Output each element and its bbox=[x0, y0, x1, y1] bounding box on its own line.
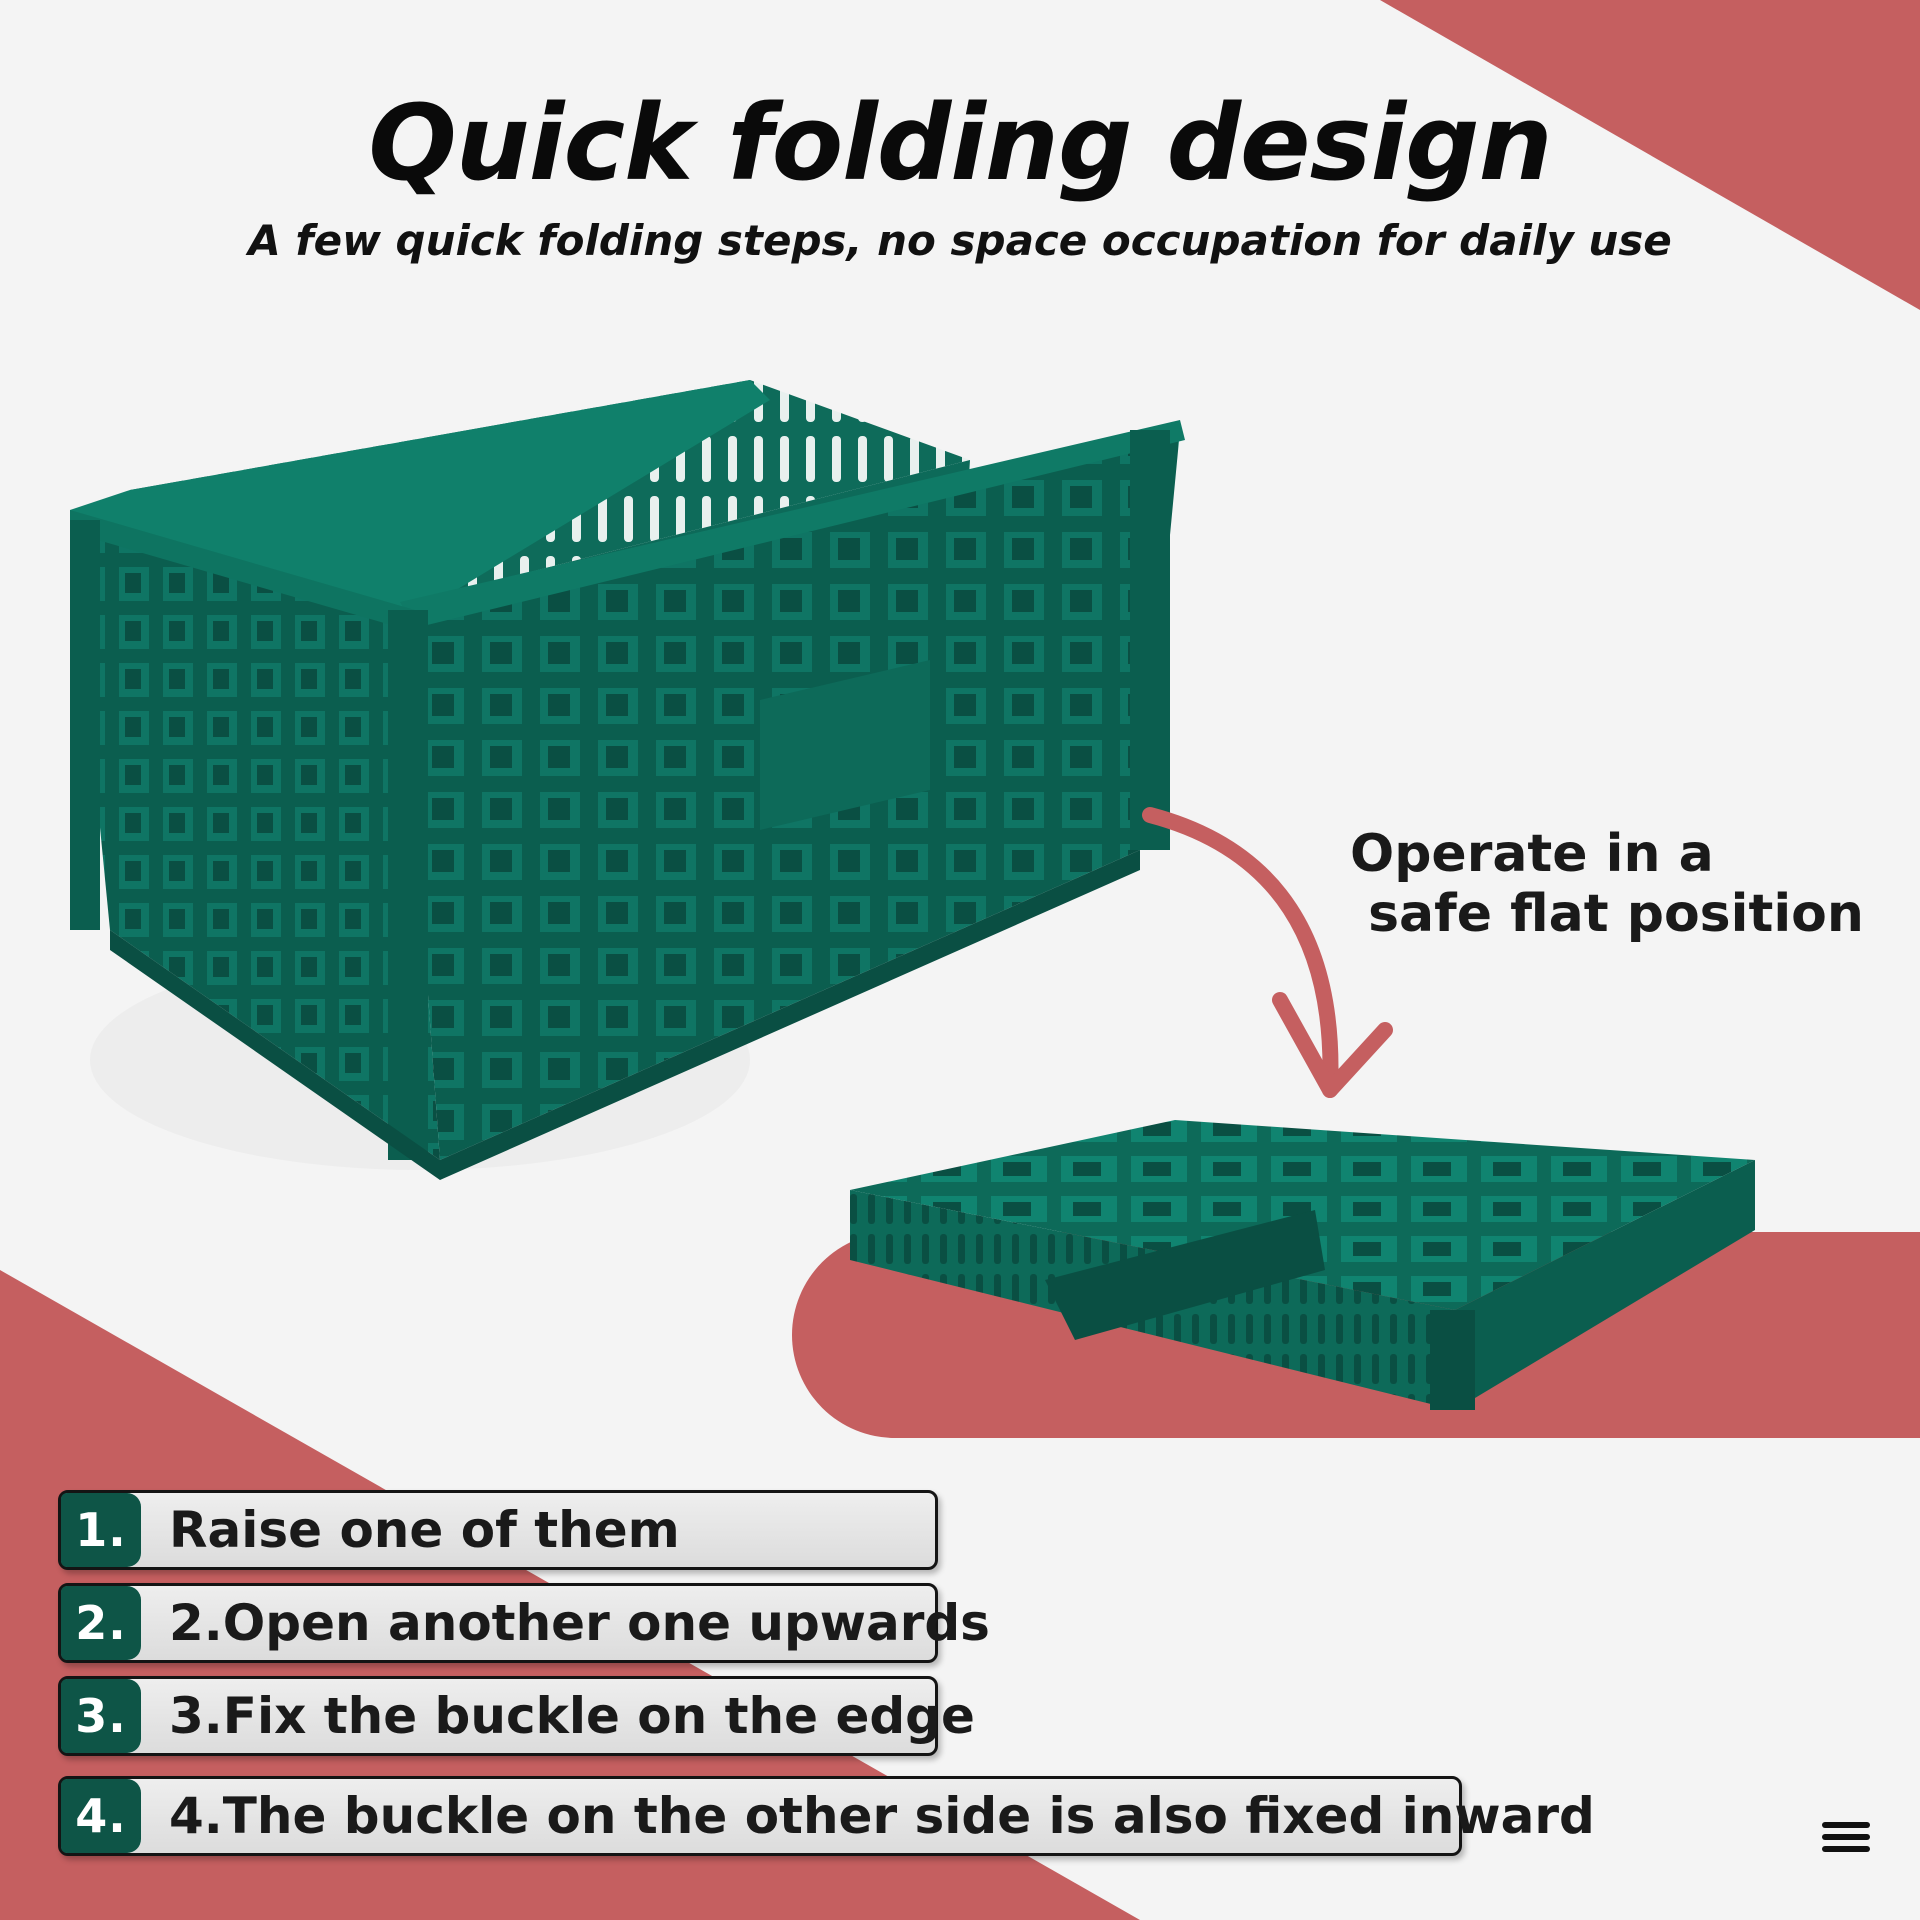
open-crate-image bbox=[70, 380, 1185, 1180]
step-number-badge: 2. bbox=[61, 1586, 141, 1660]
step-number-badge: 4. bbox=[61, 1779, 141, 1853]
curved-arrow-icon bbox=[1142, 807, 1393, 1098]
menu-bar bbox=[1822, 1822, 1870, 1828]
step-4: 4. 4.The buckle on the other side is als… bbox=[58, 1776, 1595, 1856]
step-1: 1. Raise one of them bbox=[58, 1490, 938, 1570]
page-subtitle: A few quick folding steps, no space occu… bbox=[248, 216, 1672, 265]
page-title: Quick folding design bbox=[368, 82, 1552, 204]
step-number-badge: 1. bbox=[61, 1493, 141, 1567]
step-number-badge: 3. bbox=[61, 1679, 141, 1753]
menu-bar bbox=[1822, 1846, 1870, 1852]
safe-position-callout: Operate in a safe flat position bbox=[1350, 824, 1864, 944]
folded-crate-image bbox=[850, 1120, 1755, 1410]
step-text: Raise one of them bbox=[169, 1501, 680, 1559]
menu-bar bbox=[1822, 1834, 1870, 1840]
step-text: 3.Fix the buckle on the edge bbox=[169, 1687, 975, 1745]
step-text: 2.Open another one upwards bbox=[169, 1594, 990, 1652]
step-2: 2. 2.Open another one upwards bbox=[58, 1583, 990, 1663]
step-text: 4.The buckle on the other side is also f… bbox=[169, 1787, 1595, 1845]
top-right-triangle bbox=[1380, 0, 1920, 310]
hamburger-menu-icon[interactable] bbox=[1822, 1822, 1870, 1862]
step-3: 3. 3.Fix the buckle on the edge bbox=[58, 1676, 975, 1756]
